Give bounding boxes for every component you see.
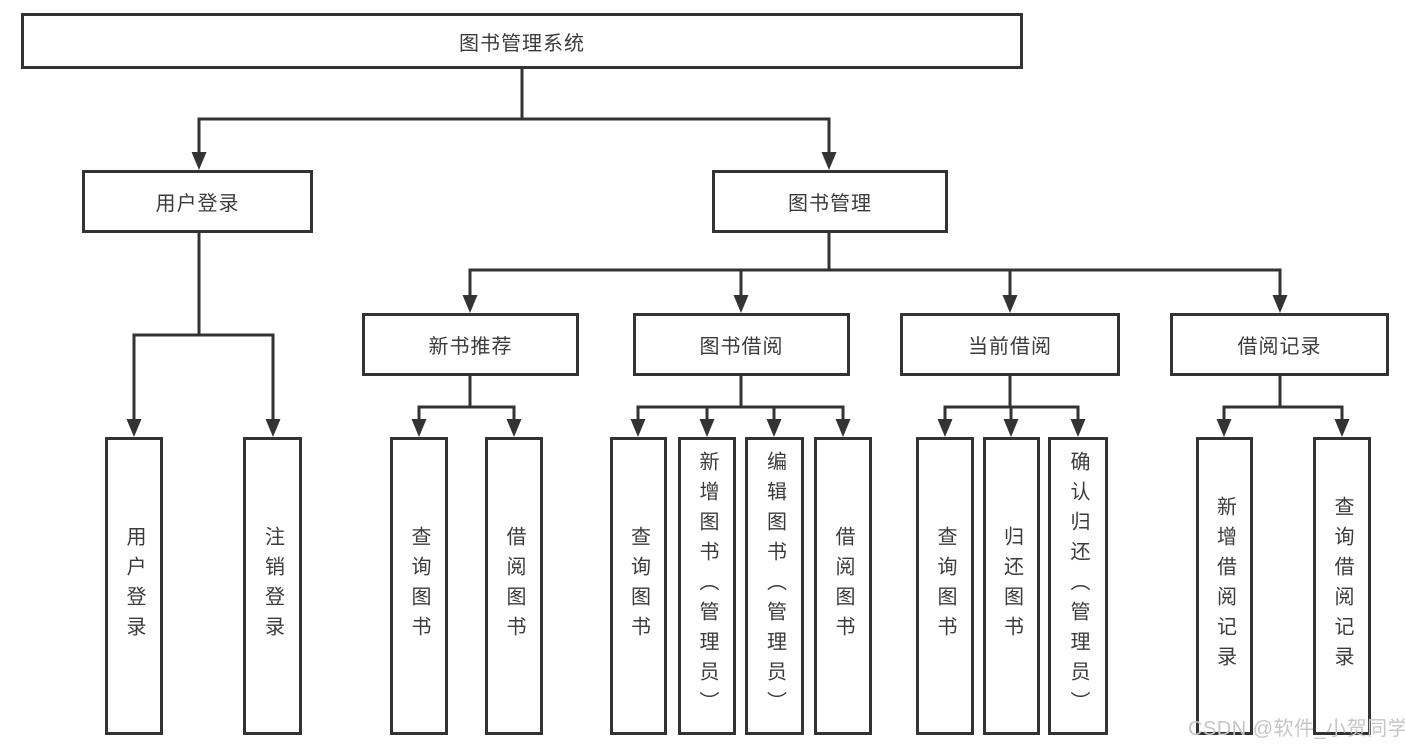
node-book-borrowing: 图书借阅 [633, 313, 850, 376]
leaf-user-login-label: 用户登录 [123, 526, 145, 646]
node-borrowing-records: 借阅记录 [1170, 313, 1389, 376]
leaf-logout-label: 注销登录 [261, 526, 284, 646]
node-book-management: 图书管理 [712, 170, 948, 233]
leaf-return-books-label: 归还图书 [1000, 526, 1023, 646]
leaf-logout: 注销登录 [243, 437, 302, 735]
leaf-query-books-current-label: 查询图书 [934, 526, 956, 646]
leaf-add-borrow-record: 新增借阅记录 [1196, 437, 1253, 735]
leaf-borrow-books-recommend-label: 借阅图书 [503, 526, 525, 646]
node-book-borrowing-label: 图书借阅 [699, 336, 784, 358]
leaf-borrow-books-recommend: 借阅图书 [485, 437, 543, 735]
node-root: 图书管理系统 [21, 13, 1023, 69]
leaf-query-borrow-record: 查询借阅记录 [1313, 437, 1371, 735]
node-user-login: 用户登录 [82, 170, 313, 233]
leaf-query-books-recommend-label: 查询图书 [408, 526, 430, 646]
leaf-confirm-return-admin-label: 确认归还（管理员） [1067, 451, 1089, 721]
csdn-watermark: CSDN @软件_小贺同学 [1188, 718, 1405, 740]
leaf-borrow-books-borrowing: 借阅图书 [814, 437, 872, 735]
leaf-user-login: 用户登录 [105, 437, 163, 735]
leaf-confirm-return-admin: 确认归还（管理员） [1048, 437, 1108, 735]
node-current-borrowing-label: 当前借阅 [968, 336, 1052, 358]
node-new-book-recommendation-label: 新书推荐 [428, 336, 513, 358]
leaf-add-books-admin-label: 新增图书（管理员） [696, 451, 718, 721]
leaf-edit-books-admin: 编辑图书（管理员） [745, 437, 804, 735]
leaf-query-books-recommend: 查询图书 [390, 437, 448, 735]
leaf-return-books: 归还图书 [983, 437, 1040, 735]
node-new-book-recommendation: 新书推荐 [362, 313, 579, 376]
node-borrowing-records-label: 借阅记录 [1237, 336, 1322, 358]
leaf-edit-books-admin-label: 编辑图书（管理员） [763, 451, 786, 721]
leaf-query-books-borrowing: 查询图书 [610, 437, 667, 735]
node-root-label: 图书管理系统 [459, 32, 585, 55]
leaf-query-borrow-record-label: 查询借阅记录 [1331, 496, 1353, 676]
leaf-query-books-current: 查询图书 [916, 437, 974, 735]
node-book-management-label: 图书管理 [788, 193, 872, 215]
node-user-login-label: 用户登录 [155, 193, 240, 215]
leaf-add-borrow-record-label: 新增借阅记录 [1213, 496, 1236, 676]
node-current-borrowing: 当前借阅 [900, 313, 1120, 376]
leaf-query-books-borrowing-label: 查询图书 [627, 526, 650, 646]
leaf-add-books-admin: 新增图书（管理员） [678, 437, 736, 735]
leaf-borrow-books-borrowing-label: 借阅图书 [832, 526, 854, 646]
